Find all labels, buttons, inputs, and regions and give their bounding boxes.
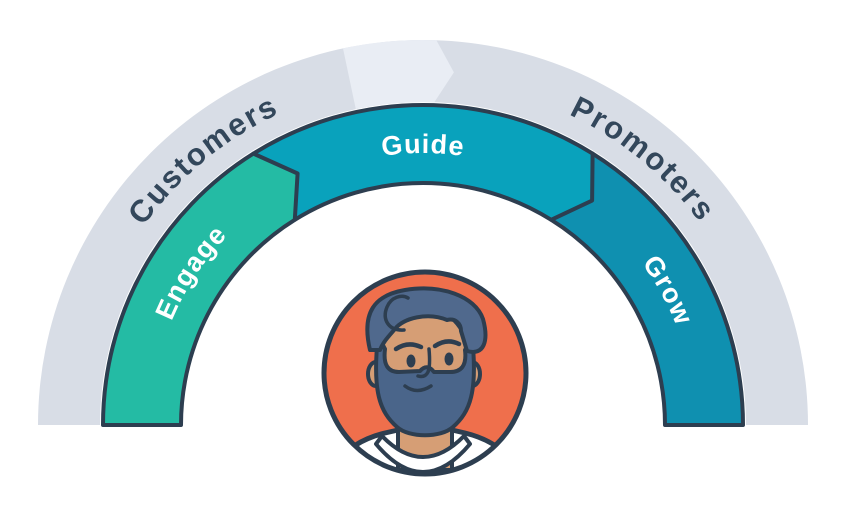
avatar-nose (416, 347, 432, 379)
outer-ring-chevron (343, 39, 454, 110)
segment-engage (101, 151, 300, 427)
avatar-left-eye (406, 354, 416, 368)
avatar-hair-curl (383, 294, 410, 332)
avatar-left-eyebrow (393, 342, 424, 352)
avatar-smile (403, 384, 433, 393)
avatar-collar (374, 434, 472, 474)
bearded-man-avatar-icon (321, 269, 529, 477)
guide-segment-label: Guide (380, 129, 467, 162)
avatar-border-circle (321, 269, 529, 477)
segment-grow (549, 151, 745, 427)
outer-ring-band (38, 40, 808, 425)
avatar-right-eyebrow (432, 339, 462, 349)
segment-guide (251, 102, 595, 222)
avatar-right-eye (444, 352, 454, 366)
